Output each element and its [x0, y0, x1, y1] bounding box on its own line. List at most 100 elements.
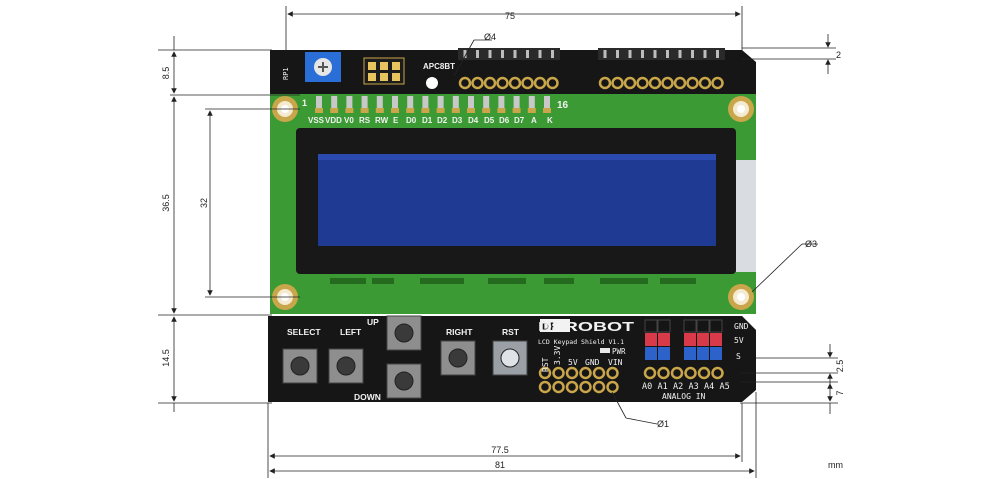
lcd-pin — [331, 96, 338, 110]
mounting-hole-top-right — [728, 96, 754, 122]
lcd-pin-pad — [330, 108, 339, 113]
servo-gnd-pin — [709, 319, 723, 333]
servo-signal-pin — [710, 347, 722, 360]
digital-header-right-pad — [598, 76, 612, 90]
servo-5v-pin — [697, 333, 709, 346]
digital-header-left-body — [458, 48, 560, 60]
digital-header-right-pad — [636, 76, 649, 90]
lcd-backlight-edge — [736, 160, 756, 272]
analog-pad — [684, 366, 697, 380]
keypad-button-label: RIGHT — [446, 327, 473, 337]
potentiometer — [305, 52, 341, 82]
dim-header-gap: 2 — [836, 50, 841, 60]
dim-board-width-inner: 77.5 — [491, 445, 509, 455]
servo-5v-pin — [710, 333, 722, 346]
lcd-pin — [316, 96, 322, 110]
servo-5v-pin — [645, 333, 657, 346]
digital-header-left-pad — [521, 76, 534, 90]
lcd-pin-pad — [543, 108, 551, 113]
digital-header-right-pad — [623, 76, 637, 90]
lcd-pin-pad — [451, 108, 460, 113]
dimension-lines — [158, 6, 838, 478]
digital-header-right-pad — [711, 76, 724, 90]
lcd-pin-label: D2 — [437, 116, 448, 125]
lcd-pin-pad — [421, 108, 430, 113]
digital-header-left-pad — [533, 76, 547, 90]
analog-pin-label: A3 — [689, 382, 699, 392]
analog-pin-label: A1 — [658, 382, 668, 392]
digital-header-left-pin — [538, 50, 542, 58]
svg-text:DF: DF — [542, 321, 557, 333]
keypad-button-select[interactable] — [290, 356, 310, 376]
lcd-pin — [528, 96, 535, 110]
analog-pad — [711, 366, 724, 380]
power-pad — [606, 366, 619, 380]
dim-analog-height: 7 — [835, 390, 845, 395]
lcd-pin-pad — [482, 108, 491, 113]
power-header — [538, 366, 619, 394]
digital-header-left-pin — [513, 50, 517, 58]
lcd-pin-pad — [406, 108, 415, 113]
lcd-pin-pad — [512, 108, 521, 113]
lcd-pin-label: RS — [359, 116, 371, 125]
power-pin-label: 5V — [568, 358, 578, 367]
digital-header-right-pin — [678, 50, 682, 58]
lcd-screen — [318, 154, 716, 246]
digital-header-right-pad — [648, 76, 662, 90]
servo-signal-pin — [658, 347, 670, 360]
keypad-button-rst[interactable] — [500, 348, 520, 368]
lcd-pin-pad — [467, 108, 475, 113]
power-pin-label: 3.3V — [553, 346, 562, 365]
keypad-button-right[interactable] — [448, 348, 468, 368]
servo-signal-pin — [684, 347, 696, 360]
keypad-button-label: LEFT — [340, 327, 362, 337]
digital-header-left-pin — [488, 50, 492, 58]
lcd-pin-first: 1 — [302, 98, 307, 108]
unit-label: mm — [828, 460, 843, 470]
lcd-pin — [392, 96, 398, 110]
analog-pin-label: A4 — [704, 382, 714, 392]
keypad-button-label: UP — [367, 317, 379, 327]
servo-gnd-pin — [683, 319, 697, 333]
pwr-label: PWR — [612, 347, 626, 356]
side-label-5v: 5V — [734, 336, 744, 345]
lcd-pin-pad — [315, 108, 323, 113]
lcd-pin — [452, 96, 459, 110]
analog-pin-label: A2 — [673, 382, 683, 392]
lcd-pin-pad — [375, 108, 384, 113]
status-led — [426, 77, 438, 89]
keypad-button-label: RST — [502, 327, 520, 337]
digital-header-left-pin — [463, 50, 467, 58]
lcd-pin-label: A — [531, 116, 537, 125]
digital-header-right-pin — [666, 50, 669, 58]
lcd-pin-pad — [345, 108, 354, 113]
power-pad — [565, 366, 579, 380]
lcd-pin — [468, 96, 474, 110]
lcd-pin — [422, 96, 429, 110]
digital-header-right-pad — [661, 76, 674, 90]
keypad-button-left[interactable] — [336, 356, 356, 376]
chip-label: APC8BT — [423, 62, 455, 71]
lcd-pin-label: VDD — [325, 116, 342, 125]
digital-header-left-pin — [526, 50, 529, 58]
analog-header — [643, 366, 724, 380]
dim-lcd-window: 32 — [199, 198, 209, 208]
keypad-button-up[interactable] — [394, 323, 414, 343]
icsp-header — [363, 57, 405, 85]
pot-label: RP1 — [282, 67, 290, 80]
dim-board-width-total: 81 — [495, 460, 505, 470]
digital-header-left-pad — [496, 76, 509, 90]
servo-headers — [644, 319, 723, 360]
keypad-button-down[interactable] — [394, 371, 414, 391]
power-pad — [579, 380, 592, 394]
lcd-pin-label: V0 — [344, 116, 354, 125]
servo-signal-pin — [697, 347, 709, 360]
side-label-gnd: GND — [734, 322, 749, 331]
lcd-pin-pad — [391, 108, 399, 113]
digital-header-left-pad — [483, 76, 497, 90]
lcd-pin — [376, 96, 383, 110]
lcd-pin — [346, 96, 353, 110]
servo-5v-pin — [658, 333, 670, 346]
